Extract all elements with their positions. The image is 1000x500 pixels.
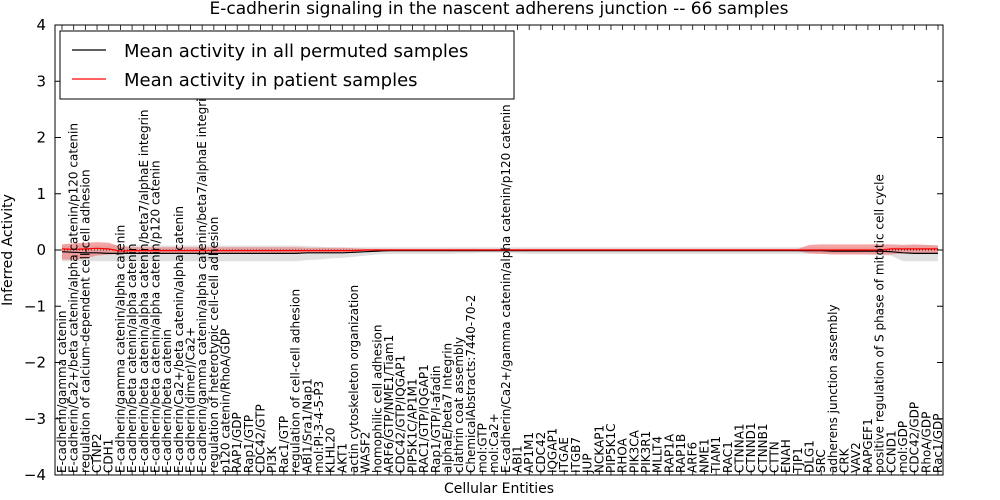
category-label: CDC42/GTP/IQGAP1: [394, 355, 408, 473]
ticks-layer: 4 3 2 1 0 −1 −2 −3 −4: [24, 16, 943, 484]
category-label: clathrin coat assembly: [452, 337, 466, 473]
category-label: ABI1/Sra1/Nap1: [300, 378, 314, 473]
category-label: ARF6: [686, 442, 700, 473]
y-tick-label: −2: [24, 354, 46, 372]
category-label: E-cadherin/beta catenin/alpha catenin: [125, 243, 139, 473]
category-label: ARF6/GTP/NME1/Tiam1: [382, 335, 396, 473]
category-label: AKT1: [335, 443, 349, 473]
category-label: E-cadherin(dimer)/Ca2+: [184, 327, 198, 473]
category-label: CCND1: [884, 430, 898, 473]
category-label: regulation of cell-cell adhesion: [289, 289, 303, 473]
category-label: E-cadherin/gamma catenin/alpha catenin/b…: [195, 91, 209, 473]
category-label: mol:GTP: [476, 423, 490, 473]
category-label: WASF2: [359, 431, 373, 473]
category-label: E-cadherin/Ca2+/gamma catenin/alpha cate…: [499, 104, 513, 473]
category-label: NME1: [697, 438, 711, 473]
category-label: ITGB7: [569, 437, 583, 473]
category-label: SRC: [814, 449, 828, 473]
category-labels: E-cadherin/gamma cateninE-cadherin/Ca2+/…: [55, 91, 945, 474]
category-label: RAC1/GTP/IQGAP1: [417, 364, 431, 473]
category-label: KLHL20: [324, 427, 338, 473]
category-label: E-cadherin/gamma catenin: [55, 311, 69, 474]
y-tick-label: −3: [24, 410, 46, 428]
legend: Mean activity in all permuted samples Me…: [59, 30, 515, 100]
x-axis-label: Cellular Entities: [444, 481, 554, 497]
category-label: PIP5K1C: [604, 424, 618, 474]
legend-label-patient: Mean activity in patient samples: [124, 70, 418, 91]
category-label: CDC42/GDP: [908, 402, 922, 473]
category-label: PIK3R1: [639, 431, 653, 473]
category-label: ENAH: [779, 439, 793, 473]
category-label: VAV2: [849, 442, 863, 473]
y-tick-label: 0: [36, 241, 46, 259]
category-label: CTNNB1: [756, 423, 770, 473]
category-label: E-cadherin/gamma catenin/alpha catenin: [113, 225, 127, 473]
y-tick-label: 1: [36, 185, 46, 203]
category-label: Rap1/GTP/I-afadin: [429, 365, 443, 473]
y-tick-label: −4: [24, 466, 46, 484]
category-label: ABI1: [511, 445, 525, 473]
category-label: actin cytoskeleton organization: [347, 285, 361, 473]
y-axis-label: Inferred Activity: [0, 194, 16, 306]
category-label: TJP1: [791, 447, 805, 474]
category-label: PIK3CA: [627, 429, 641, 473]
plot-layer: [55, 242, 943, 262]
category-label: positive regulation of S phase of mitoti…: [873, 174, 887, 473]
category-label: Rap1/GTP: [242, 415, 256, 473]
category-label: adherens junction assembly: [826, 304, 840, 473]
category-label: TIAM1: [709, 436, 723, 474]
category-label: CDH1: [102, 439, 116, 473]
y-tick-label: 2: [36, 129, 46, 147]
category-label: RAP1A: [662, 433, 676, 473]
category-label: E-cadherin/beta catenin/alpha catenin/be…: [137, 110, 151, 474]
category-label: E-cadherin/beta catenin/alpha catenin/p1…: [148, 160, 162, 473]
category-label: CTTN: [768, 441, 782, 473]
y-tick-label: 3: [36, 72, 46, 90]
category-label: RAP1/GDP: [230, 412, 244, 473]
category-label: PI3K: [265, 446, 279, 473]
category-label: CDC42: [534, 432, 548, 473]
category-label: ITGAE: [557, 437, 571, 473]
category-label: CTNNA1: [732, 423, 746, 473]
category-label: PIP5K1C/AP1M1: [405, 378, 419, 473]
category-label: E-cadherin/Ca2+/beta catenin/alpha caten…: [172, 206, 186, 473]
category-label: DLG1: [803, 440, 817, 473]
category-label: Rac1/GTP: [277, 416, 291, 473]
category-label: Rac1/GDP: [931, 414, 945, 473]
category-label: RAPGEF1: [861, 418, 875, 473]
category-label: MLLT4: [651, 436, 665, 473]
category-label: RhoA/GDP: [919, 412, 933, 473]
category-label: CTNP2: [90, 433, 104, 473]
y-tick-label: 4: [36, 16, 46, 34]
category-label: JUP: [581, 453, 595, 474]
legend-label-permuted: Mean activity in all permuted samples: [124, 41, 468, 62]
category-label: p120 catenin/RhoA/GDP: [219, 329, 233, 473]
category-label: homophilic cell adhesion: [370, 324, 384, 473]
category-label: mol:PI-3-4-5-P3: [312, 381, 326, 473]
category-label: E-cadherin/beta catenin: [160, 329, 174, 473]
category-label: CTNND1: [744, 422, 758, 473]
category-label: NCKAP1: [592, 425, 606, 473]
category-label: ChemicalAbstracts:7440-70-2: [464, 295, 478, 473]
category-label: mol:GDP: [896, 421, 910, 473]
category-label: CDC42/GTP: [254, 404, 268, 473]
category-label: IQGAP1: [546, 428, 560, 473]
y-tick-label: −1: [24, 297, 46, 315]
series-line-patient: [61, 247, 938, 252]
category-label: RAP1B: [674, 434, 688, 473]
legend-box: [59, 30, 515, 100]
category-label: RAC1: [721, 441, 735, 473]
category-label: alphaE/beta7 Integrin: [440, 343, 454, 473]
category-label: E-cadherin/Ca2+/beta catenin/alpha caten…: [67, 123, 81, 473]
category-label: CRK: [838, 447, 852, 473]
category-label: RHOA: [616, 437, 630, 473]
category-label: mol:Ca2+: [487, 413, 501, 473]
category-label: regulation of heterotypic cell-cell adhe…: [207, 217, 221, 473]
chart-title: E-cadherin signaling in the nascent adhe…: [210, 0, 789, 19]
category-label: regulation of calcium-dependent cell-cel…: [78, 169, 92, 473]
category-label: AP1M1: [522, 432, 536, 473]
